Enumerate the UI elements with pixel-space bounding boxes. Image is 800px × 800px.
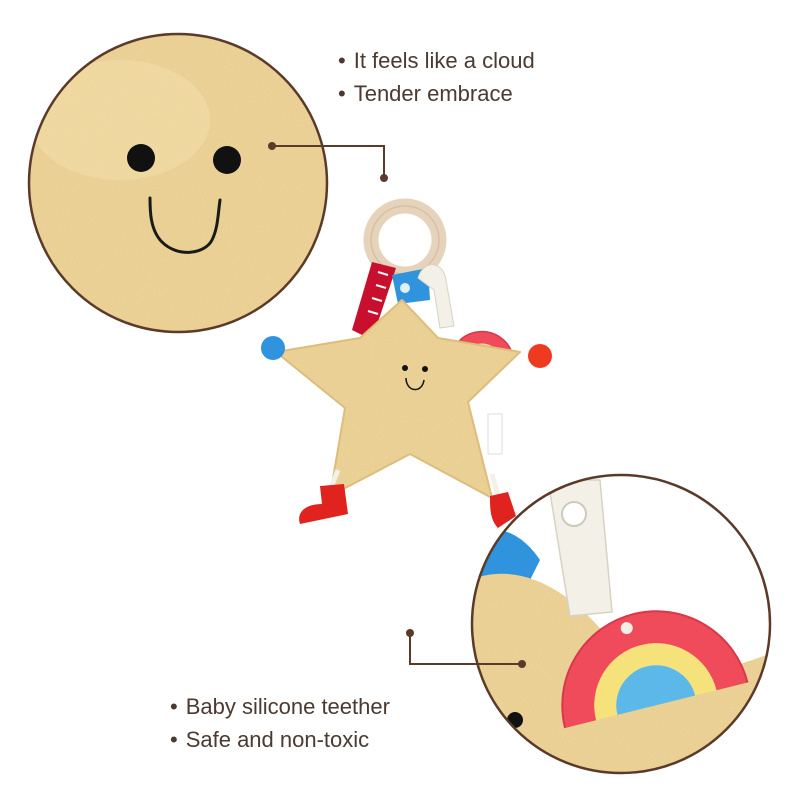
connector-top xyxy=(268,142,388,182)
features-bottom-list: Baby silicone teether Safe and non-toxic xyxy=(170,690,390,756)
star-plush-toy xyxy=(261,198,552,528)
red-boot-right xyxy=(490,492,516,528)
fabric-tag xyxy=(487,413,503,455)
red-ribbon xyxy=(352,262,396,340)
zoom-circle-face-border xyxy=(27,32,329,334)
star-body xyxy=(275,299,521,499)
feature-item: Baby silicone teether xyxy=(170,690,390,723)
red-boot-left xyxy=(299,484,348,524)
white-strap xyxy=(417,264,455,329)
zoom-circle-teether xyxy=(470,473,772,775)
star-smile xyxy=(405,377,425,391)
zoom-circle-face xyxy=(27,32,329,334)
star-left-eye xyxy=(402,365,408,371)
features-top-list: It feels like a cloud Tender embrace xyxy=(338,44,535,110)
rainbow-teether-large xyxy=(561,610,749,729)
feature-item: Safe and non-toxic xyxy=(170,723,390,756)
connector-bottom xyxy=(406,629,526,668)
zoom-face-smile xyxy=(148,196,222,254)
blue-ball xyxy=(261,336,285,360)
zoom-face-fill xyxy=(29,34,327,332)
zoom-face-right-eye xyxy=(213,146,241,174)
orange-ball xyxy=(528,344,552,368)
feature-item: Tender embrace xyxy=(338,77,535,110)
zoom-face-left-eye xyxy=(127,144,155,172)
star-right-eye xyxy=(422,366,428,372)
zoom-circle-teether-border xyxy=(470,473,772,775)
feature-item: It feels like a cloud xyxy=(338,44,535,77)
